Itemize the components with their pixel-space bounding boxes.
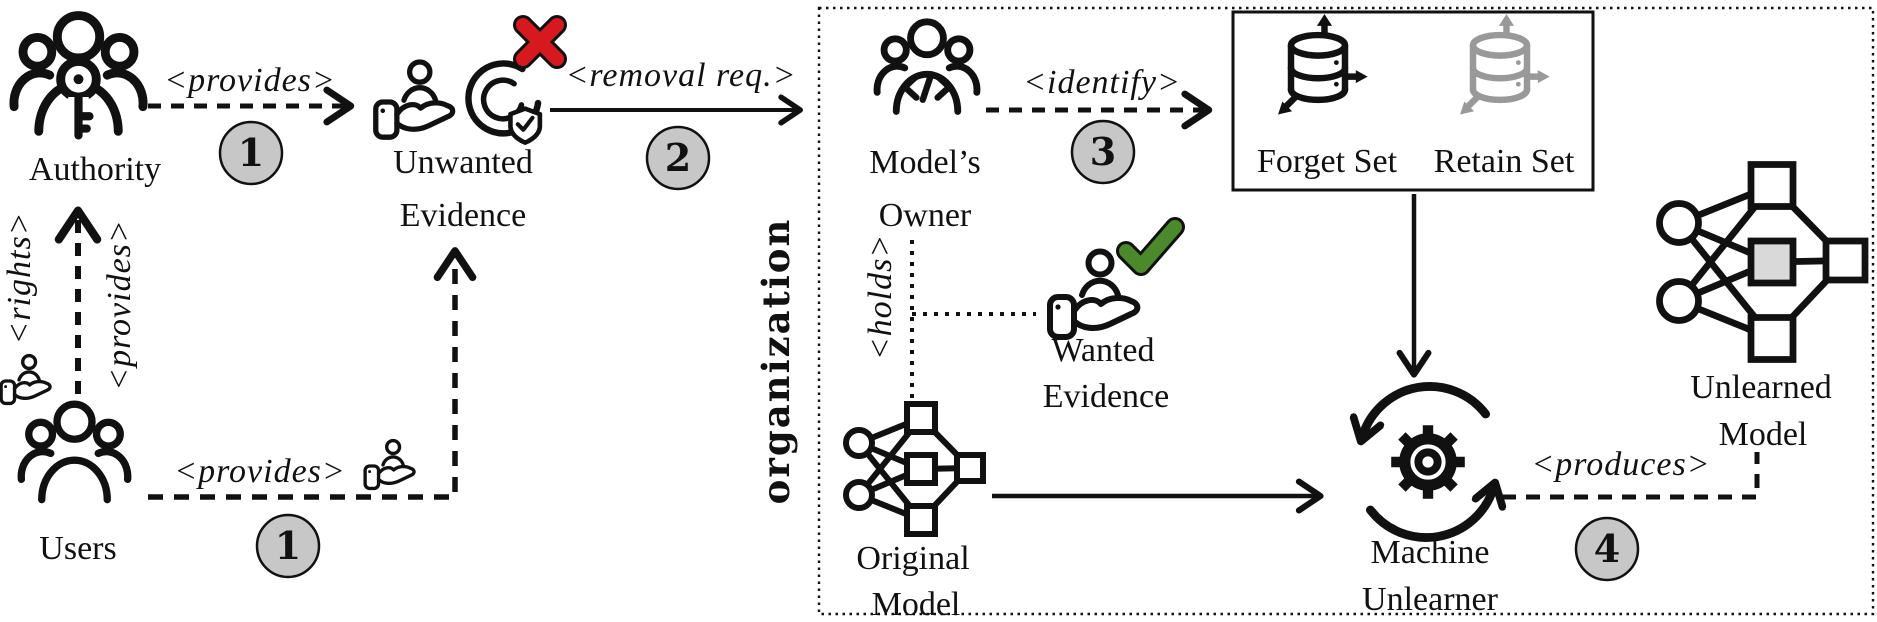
- holds-label: <holds>: [862, 234, 899, 361]
- unwanted-evidence-icon: [376, 62, 453, 137]
- machine-unlearner-label-line2: Unlearner: [1362, 581, 1499, 618]
- evidence-icon-small-left: [0, 353, 52, 406]
- original-model-label-line1: Original: [856, 540, 969, 577]
- unwanted-evidence-label-line1: Unwanted: [393, 144, 533, 181]
- step-circle-2: 2: [645, 125, 711, 191]
- machine-unlearner-label-line1: Machine: [1371, 534, 1490, 571]
- models-owner-label-line2: Owner: [879, 197, 972, 234]
- users-icon: [21, 404, 128, 499]
- authority-label: Authority: [29, 151, 161, 188]
- models-owner-icon: [877, 22, 977, 112]
- key-icon: [56, 56, 101, 140]
- identify-label: <identify>: [1023, 64, 1181, 101]
- check-icon: [1116, 217, 1185, 276]
- machine-unlearner-icon: [1362, 382, 1493, 542]
- gray-hidden-node: [1747, 237, 1797, 287]
- step-4-number: 4: [1594, 526, 1620, 571]
- original-model-icon: [843, 401, 986, 537]
- unlearned-model-icon: [1656, 161, 1869, 363]
- retain-set-label: Retain Set: [1434, 143, 1575, 180]
- organization-label: organization: [754, 218, 798, 505]
- produces-line: [1502, 452, 1760, 500]
- unwanted-evidence-label-line2: Evidence: [400, 197, 527, 234]
- provides-vertical-label: <provides>: [101, 219, 138, 391]
- wanted-evidence-label-line1: Wanted: [1052, 332, 1155, 369]
- users-provides-arrow: [148, 247, 477, 500]
- step-1b-number: 1: [275, 523, 301, 568]
- forget-set-label: Forget Set: [1257, 143, 1398, 180]
- unlearned-model-label-line1: Unlearned: [1690, 369, 1832, 406]
- step-2-number: 2: [665, 135, 691, 180]
- wanted-evidence-label-line2: Evidence: [1043, 378, 1170, 415]
- step-circle-1-authority: 1: [218, 120, 284, 186]
- authority-icon: [14, 16, 143, 136]
- original-model-label-line2: Model: [872, 586, 961, 622]
- holds-line: [910, 240, 1036, 398]
- users-label: Users: [39, 530, 116, 567]
- rights-label: <rights>: [1, 211, 38, 344]
- code-icon: [901, 71, 953, 103]
- protection-icon: [465, 60, 543, 145]
- step-3-number: 3: [1090, 129, 1116, 174]
- removal-request-label: <removal req.>: [565, 57, 796, 94]
- cross-icon: [513, 15, 567, 69]
- wanted-evidence-icon: [1050, 252, 1137, 338]
- step-circle-4: 4: [1574, 516, 1640, 582]
- step-1-number: 1: [238, 130, 264, 175]
- organization-box: [817, 6, 1875, 616]
- step-circle-3: 3: [1070, 119, 1136, 185]
- unlearned-model-label-line2: Model: [1719, 416, 1808, 453]
- step-circle-1-users: 1: [255, 513, 321, 579]
- models-owner-label-line1: Model’s: [869, 144, 980, 181]
- authority-provides-label: <provides>: [164, 62, 336, 99]
- evidence-icon-small-bottom: [363, 438, 416, 491]
- users-provides-label: <provides>: [174, 453, 346, 490]
- produces-label: <produces>: [1531, 446, 1710, 483]
